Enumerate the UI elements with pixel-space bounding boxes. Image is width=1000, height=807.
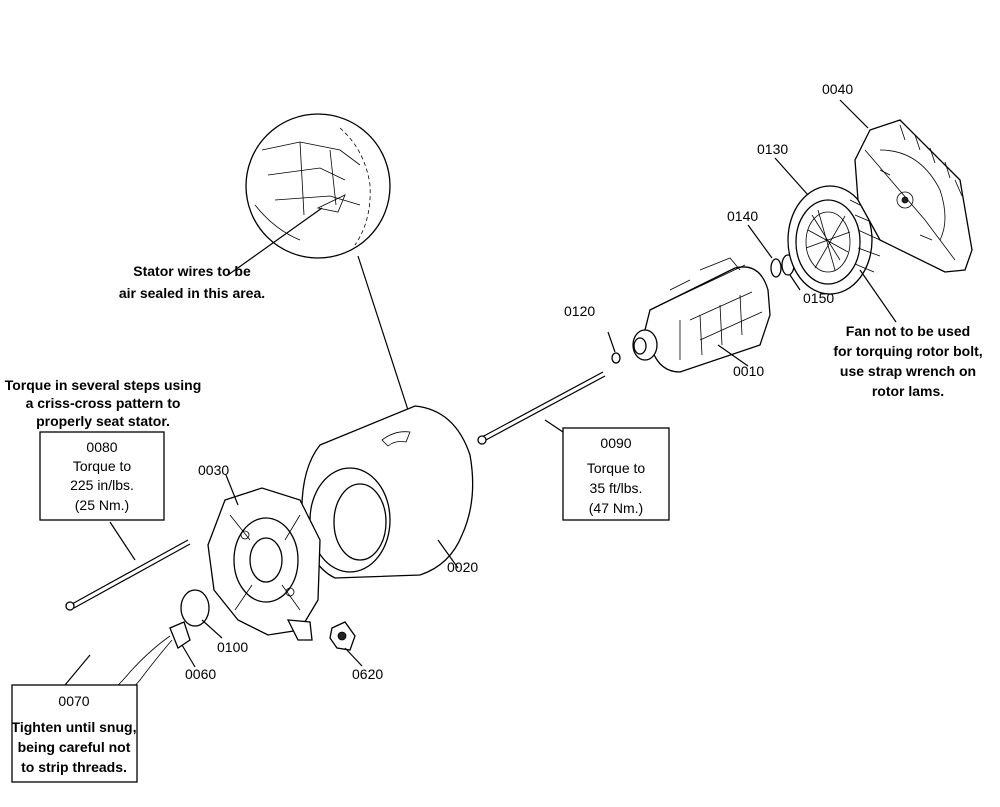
svg-text:being careful not: being careful not xyxy=(18,739,131,755)
svg-text:Torque to: Torque to xyxy=(73,458,132,474)
label-0040: 0040 xyxy=(822,81,853,97)
svg-text:Torque to: Torque to xyxy=(587,460,646,476)
svg-text:properly seat stator.: properly seat stator. xyxy=(36,413,170,429)
gasket-0100 xyxy=(180,589,210,627)
callout-box-0070: 0070 Tighten until snug, being careful n… xyxy=(11,684,138,783)
svg-text:Fan not to be used: Fan not to be used xyxy=(846,323,970,339)
label-0060: 0060 xyxy=(185,666,216,682)
label-0020: 0020 xyxy=(447,559,478,575)
svg-text:35 ft/lbs.: 35 ft/lbs. xyxy=(590,480,643,496)
label-0010: 0010 xyxy=(733,363,764,379)
housing-part xyxy=(854,119,973,273)
label-0140: 0140 xyxy=(727,208,758,224)
note-stator-wires: Stator wires to be air sealed in this ar… xyxy=(119,263,265,301)
callout-box-0080: 0080 Torque to 225 in/lbs. (25 Nm.) xyxy=(39,431,165,521)
detail-magnifier xyxy=(245,113,409,411)
label-0620: 0620 xyxy=(352,666,383,682)
svg-text:air sealed in this area.: air sealed in this area. xyxy=(119,285,265,301)
endbell-part xyxy=(207,487,321,641)
connector-0060 xyxy=(109,621,191,693)
label-0100: 0100 xyxy=(217,639,248,655)
rotor-bolt-0090 xyxy=(477,371,606,445)
rotor-part xyxy=(632,257,771,373)
svg-text:use strap wrench on: use strap wrench on xyxy=(840,363,976,379)
svg-text:0070: 0070 xyxy=(58,693,89,709)
clip-0620 xyxy=(329,621,356,651)
svg-text:for torquing rotor bolt,: for torquing rotor bolt, xyxy=(833,343,982,359)
svg-text:a criss-cross pattern to: a criss-cross pattern to xyxy=(26,395,181,411)
svg-text:Tighten until snug,: Tighten until snug, xyxy=(12,719,137,735)
label-0150: 0150 xyxy=(803,290,834,306)
svg-text:Stator wires to be: Stator wires to be xyxy=(133,263,251,279)
svg-text:225 in/lbs.: 225 in/lbs. xyxy=(70,477,134,493)
note-torque-steps: Torque in several steps using a criss-cr… xyxy=(5,377,202,429)
washer-0120 xyxy=(611,352,621,364)
svg-text:0090: 0090 xyxy=(600,435,631,451)
ring-0140 xyxy=(770,258,782,278)
callout-box-0090: 0090 Torque to 35 ft/lbs. (47 Nm.) xyxy=(562,427,670,521)
through-bolt-0080 xyxy=(65,539,191,611)
svg-text:to strip threads.: to strip threads. xyxy=(21,759,127,775)
svg-text:(25 Nm.): (25 Nm.) xyxy=(75,497,129,513)
svg-text:(47 Nm.): (47 Nm.) xyxy=(589,500,643,516)
svg-text:0080: 0080 xyxy=(86,439,117,455)
svg-text:Torque in several steps using: Torque in several steps using xyxy=(5,377,202,393)
fan-part xyxy=(787,185,881,295)
label-0030: 0030 xyxy=(198,462,229,478)
svg-text:rotor lams.: rotor lams. xyxy=(872,383,944,399)
leader-lines xyxy=(64,99,897,686)
label-0130: 0130 xyxy=(757,141,788,157)
note-fan: Fan not to be used for torquing rotor bo… xyxy=(833,323,982,399)
label-0120: 0120 xyxy=(564,303,595,319)
